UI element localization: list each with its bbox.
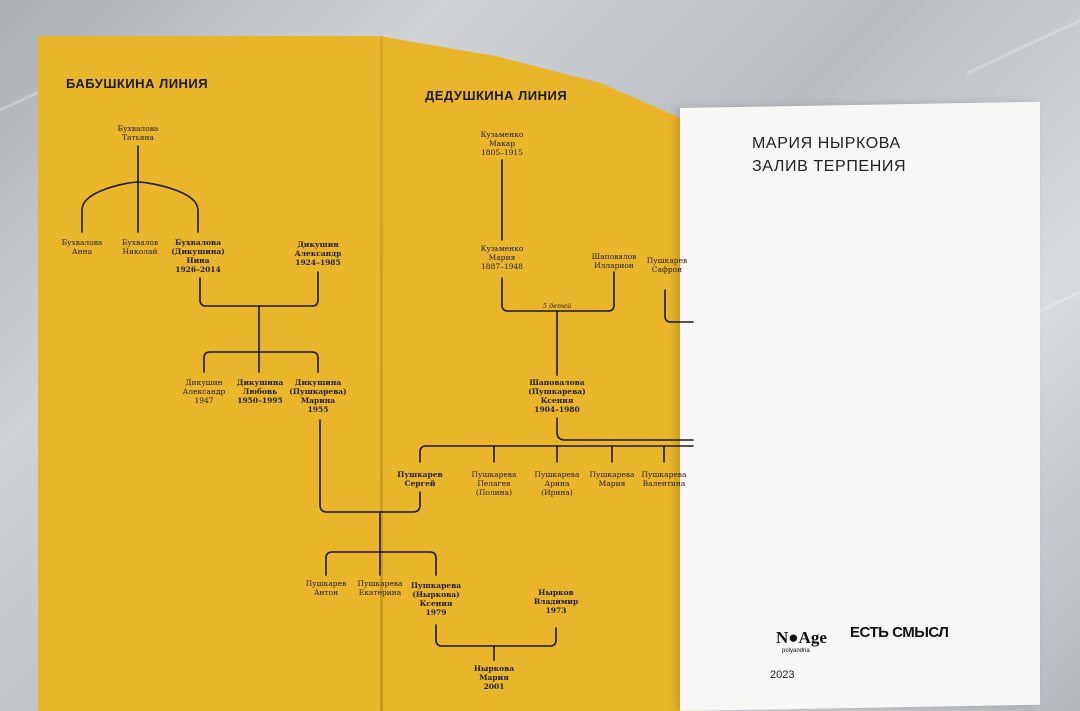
person-node: Пушкарева Валентина	[641, 470, 687, 488]
person-node: Пушкарева Екатерина	[357, 579, 403, 597]
publication-year: 2023	[770, 669, 795, 681]
person-node: Пушкарева (Ныркова) Ксения 1979	[410, 581, 462, 617]
est-smysl-logo: ЕСТЬ СМЫСЛ	[850, 624, 949, 641]
grandmother-line-heading: БАБУШКИНА ЛИНИЯ	[66, 76, 209, 91]
person-node: Пушкарев Сафрон	[646, 256, 688, 274]
person-node: Пушкарева Арина (Ирина)	[534, 470, 580, 497]
person-node: Бухвалова (Дикушина) Нина 1926–2014	[171, 238, 225, 274]
noage-logo: N●Age	[776, 628, 827, 647]
person-node: Пушкарева Мария	[589, 470, 635, 488]
person-node: Пушкарева Пелагея (Полина)	[471, 470, 517, 497]
book-title: ЗАЛИВ ТЕРПЕНИЯ	[752, 158, 907, 175]
person-node: Бухвалова Татьяна	[117, 124, 159, 142]
person-node: Бухвалов Николай	[121, 238, 159, 256]
person-node: Нырков Владимир 1973	[533, 588, 579, 615]
person-node: Дикушин Александр 1924–1985	[294, 240, 342, 267]
family-tree-page	[38, 36, 693, 711]
person-node: Дикушина (Пушкарева) Марина 1955	[289, 378, 347, 414]
person-node: Шаповалов Илларион	[591, 252, 637, 270]
person-node: Кузьменко Макар 1805–1915	[480, 130, 524, 157]
polyandria-label: polyandria	[782, 648, 810, 654]
person-node: Дикушин Александр 1947	[182, 378, 226, 405]
grandfather-line-heading: ДЕДУШКИНА ЛИНИЯ	[425, 88, 568, 103]
person-node: Пушкарев Антон	[305, 579, 347, 597]
person-node: Бухвалова Анна	[61, 238, 103, 256]
person-node: Шаповалова (Пушкарева) Ксения 1904–1980	[528, 378, 586, 414]
page-fold	[380, 36, 383, 711]
children-count-note: 5 детей	[542, 302, 572, 310]
person-node: Кузьменко Мария 1887–1948	[480, 244, 524, 271]
person-node: Ныркова Мария 2001	[473, 664, 515, 691]
book-author: МАРИЯ НЫРКОВА	[752, 135, 901, 152]
person-node: Пушкарев Сергей	[397, 470, 443, 488]
person-node: Дикушина Любовь 1950–1995	[236, 378, 284, 405]
